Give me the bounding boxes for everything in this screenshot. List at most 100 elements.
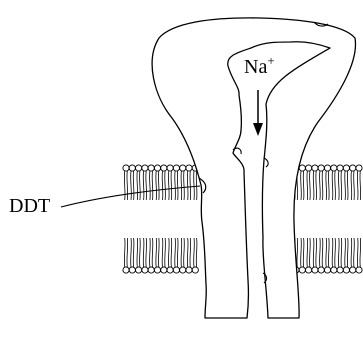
lipid-head	[337, 267, 343, 273]
lipid-tail	[177, 238, 178, 267]
lipid-head	[312, 165, 318, 171]
lipid-head	[167, 267, 173, 273]
lipid-head	[154, 165, 160, 171]
lipid-head	[148, 267, 154, 273]
lipid-head	[192, 267, 198, 273]
lipid-tail	[140, 171, 141, 200]
lipid-tail	[184, 171, 185, 200]
sodium-ion-label: Na+	[244, 53, 275, 78]
lipid-tail	[146, 238, 147, 267]
lipid-tail	[196, 238, 197, 267]
lipid-tail	[332, 238, 333, 267]
lipid-head	[123, 267, 129, 273]
lipid-head	[180, 165, 186, 171]
lipid-tail	[187, 238, 188, 267]
lipid-tail	[354, 238, 355, 267]
lipid-bilayer-right	[293, 165, 362, 273]
lipid-tail	[152, 238, 153, 267]
lipid-tail	[194, 238, 195, 267]
lipid-tail	[338, 238, 339, 267]
lipid-tail	[133, 171, 134, 200]
lipid-tail	[303, 238, 304, 267]
lipid-head	[154, 267, 160, 273]
lipid-tail	[307, 238, 308, 267]
lipid-head	[123, 165, 129, 171]
lipid-tail	[316, 238, 317, 267]
lipid-head	[331, 165, 337, 171]
lipid-tail	[190, 238, 191, 267]
lipid-head	[186, 267, 192, 273]
lipid-tail	[184, 238, 185, 267]
lipid-head	[312, 267, 318, 273]
lipid-head	[136, 165, 142, 171]
lipid-tail	[124, 171, 125, 200]
lipid-head	[337, 165, 343, 171]
lipid-tail	[313, 238, 314, 267]
lipid-head	[356, 267, 362, 273]
lipid-head	[318, 165, 324, 171]
lipid-tail	[301, 238, 302, 267]
lipid-tail	[328, 238, 329, 267]
lipid-head	[299, 267, 305, 273]
lipid-tail	[177, 171, 178, 200]
lipid-tail	[143, 171, 144, 200]
lipid-tail	[150, 171, 151, 200]
lipid-tail	[127, 238, 128, 267]
lipid-tail	[307, 171, 308, 200]
lipid-tail	[133, 238, 134, 267]
lipid-tail	[158, 171, 159, 200]
lipid-head	[161, 165, 167, 171]
lipid-tail	[335, 171, 336, 200]
lipid-head	[167, 165, 173, 171]
lipid-head	[350, 165, 356, 171]
lipid-bilayer-left	[123, 165, 198, 273]
lipid-tail	[181, 238, 182, 267]
lipid-tail	[175, 238, 176, 267]
ion-flow-arrowhead	[253, 123, 263, 136]
lipid-head	[343, 165, 349, 171]
lipid-tail	[354, 171, 355, 200]
lipid-head	[180, 267, 186, 273]
lipid-tail	[341, 171, 342, 200]
lipid-tail	[320, 238, 321, 267]
lipid-tail	[360, 238, 361, 267]
lipid-tail	[146, 171, 147, 200]
lipid-tail	[332, 171, 333, 200]
lipid-tail	[124, 238, 125, 267]
lipid-head	[186, 165, 192, 171]
lipid-tail	[168, 171, 169, 200]
lipid-tail	[140, 238, 141, 267]
lipid-tail	[158, 238, 159, 267]
lipid-tail	[156, 238, 157, 267]
lipid-tail	[297, 238, 298, 267]
lipid-head	[136, 267, 142, 273]
lipid-tail	[310, 238, 311, 267]
lipid-tail	[316, 171, 317, 200]
lipid-tail	[341, 238, 342, 267]
lipid-tail	[326, 171, 327, 200]
lipid-head	[324, 267, 330, 273]
lipid-tail	[347, 171, 348, 200]
lipid-tail	[137, 238, 138, 267]
lipid-head	[306, 267, 312, 273]
lipid-tail	[351, 171, 352, 200]
lipid-head	[129, 165, 135, 171]
lipid-tail	[165, 238, 166, 267]
lipid-tail	[156, 171, 157, 200]
lipid-head	[173, 165, 179, 171]
lipid-tail	[127, 171, 128, 200]
lipid-tail	[322, 171, 323, 200]
lipid-tail	[335, 238, 336, 267]
lipid-tail	[322, 238, 323, 267]
lipid-tail	[357, 171, 358, 200]
lipid-tail	[303, 171, 304, 200]
lipid-tail	[347, 238, 348, 267]
lipid-tail	[131, 171, 132, 200]
lipid-tail	[168, 238, 169, 267]
lipid-tail	[345, 238, 346, 267]
lipid-head	[306, 165, 312, 171]
lipid-head	[324, 165, 330, 171]
lipid-tail	[360, 171, 361, 200]
lipid-tail	[181, 171, 182, 200]
